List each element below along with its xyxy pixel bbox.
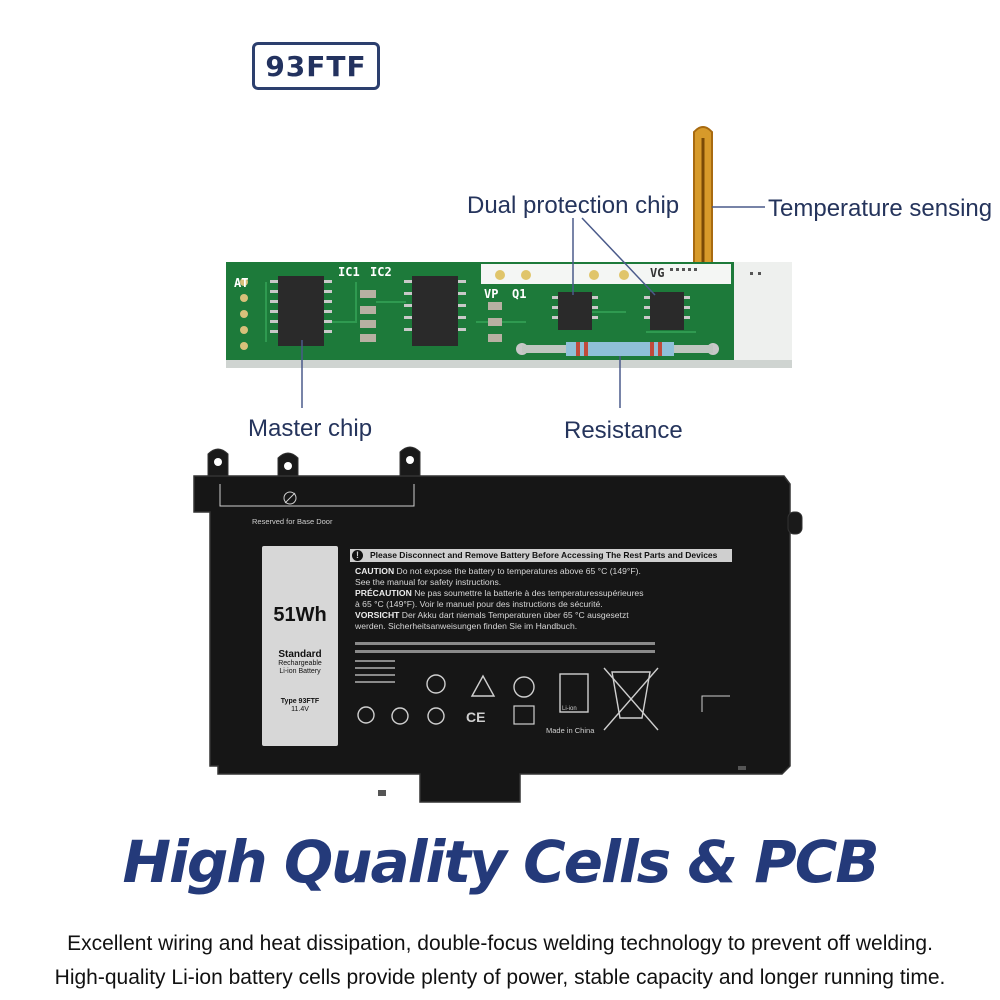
regulatory-fine-print <box>355 642 655 683</box>
master-chip <box>278 276 324 346</box>
callout-resistance: Resistance <box>564 417 683 444</box>
battery-label-panel: 51Wh Standard Rechargeable Li-ion Batter… <box>262 546 338 746</box>
description-line-2: High-quality Li-ion battery cells provid… <box>54 966 946 989</box>
reserved-base-door-label: Reserved for Base Door <box>252 517 333 526</box>
warning-header: Please Disconnect and Remove Battery Bef… <box>350 549 732 562</box>
vorsicht-label: VORSICHT <box>355 610 400 620</box>
protection-chip-2 <box>650 292 684 330</box>
capacity-label: 51Wh <box>273 604 327 626</box>
li-ion-recycle-label: Li-ion <box>562 706 577 712</box>
headline: High Quality Cells & PCB <box>122 828 879 896</box>
precaution-text-2: à 65 °C (149°F). Voir le manuel pour des… <box>355 599 603 609</box>
vorsicht-text-2: werden. Sicherheitsanweisungen finden Si… <box>355 621 578 631</box>
callout-master-chip: Master chip <box>248 415 373 442</box>
warning-icon: ! <box>352 550 363 561</box>
rechargeable-label: Rechargeable <box>278 660 322 667</box>
standard-label: Standard <box>278 649 322 660</box>
type-label: Type 93FTF <box>280 698 320 705</box>
description-line-1: Excellent wiring and heat dissipation, d… <box>67 932 933 955</box>
vorsicht-text: Der Akku dart niemals Temperaturen über … <box>401 610 629 620</box>
pcb-label-vp: VP <box>484 287 499 301</box>
warning-text: CAUTION Do not expose the battery to tem… <box>355 566 725 632</box>
li-ion-battery-label: Li-ion Battery <box>279 668 321 675</box>
caution-label: CAUTION <box>355 566 395 576</box>
pcb-label-ic2: IC2 <box>370 265 392 279</box>
temperature-sensor-probe <box>693 126 713 271</box>
pcb-board <box>226 262 792 368</box>
made-in-label: Made in China <box>546 726 595 735</box>
precaution-label: PRÉCAUTION <box>355 588 412 598</box>
pcb-label-at: AT <box>234 276 249 290</box>
voltage-label: 11.4V <box>291 706 309 713</box>
caution-text-2: See the manual for safety instructions. <box>355 577 502 587</box>
pcb-label-q1: Q1 <box>512 287 527 301</box>
callout-lines <box>301 206 765 408</box>
model-badge: 93FTF <box>252 42 380 90</box>
pcb-label-vg: VG <box>650 266 665 280</box>
pcb-label-ic1: IC1 <box>338 265 360 279</box>
callout-temperature-sensing: Temperature sensing <box>768 195 993 222</box>
caution-text: Do not expose the battery to temperature… <box>396 566 641 576</box>
precaution-text: Ne pas soumettre la batterie à des tempe… <box>414 588 644 598</box>
svg-text:CE: CE <box>466 709 485 725</box>
callout-dual-protection-chip: Dual protection chip <box>467 192 680 219</box>
protection-chip-1 <box>558 292 592 330</box>
